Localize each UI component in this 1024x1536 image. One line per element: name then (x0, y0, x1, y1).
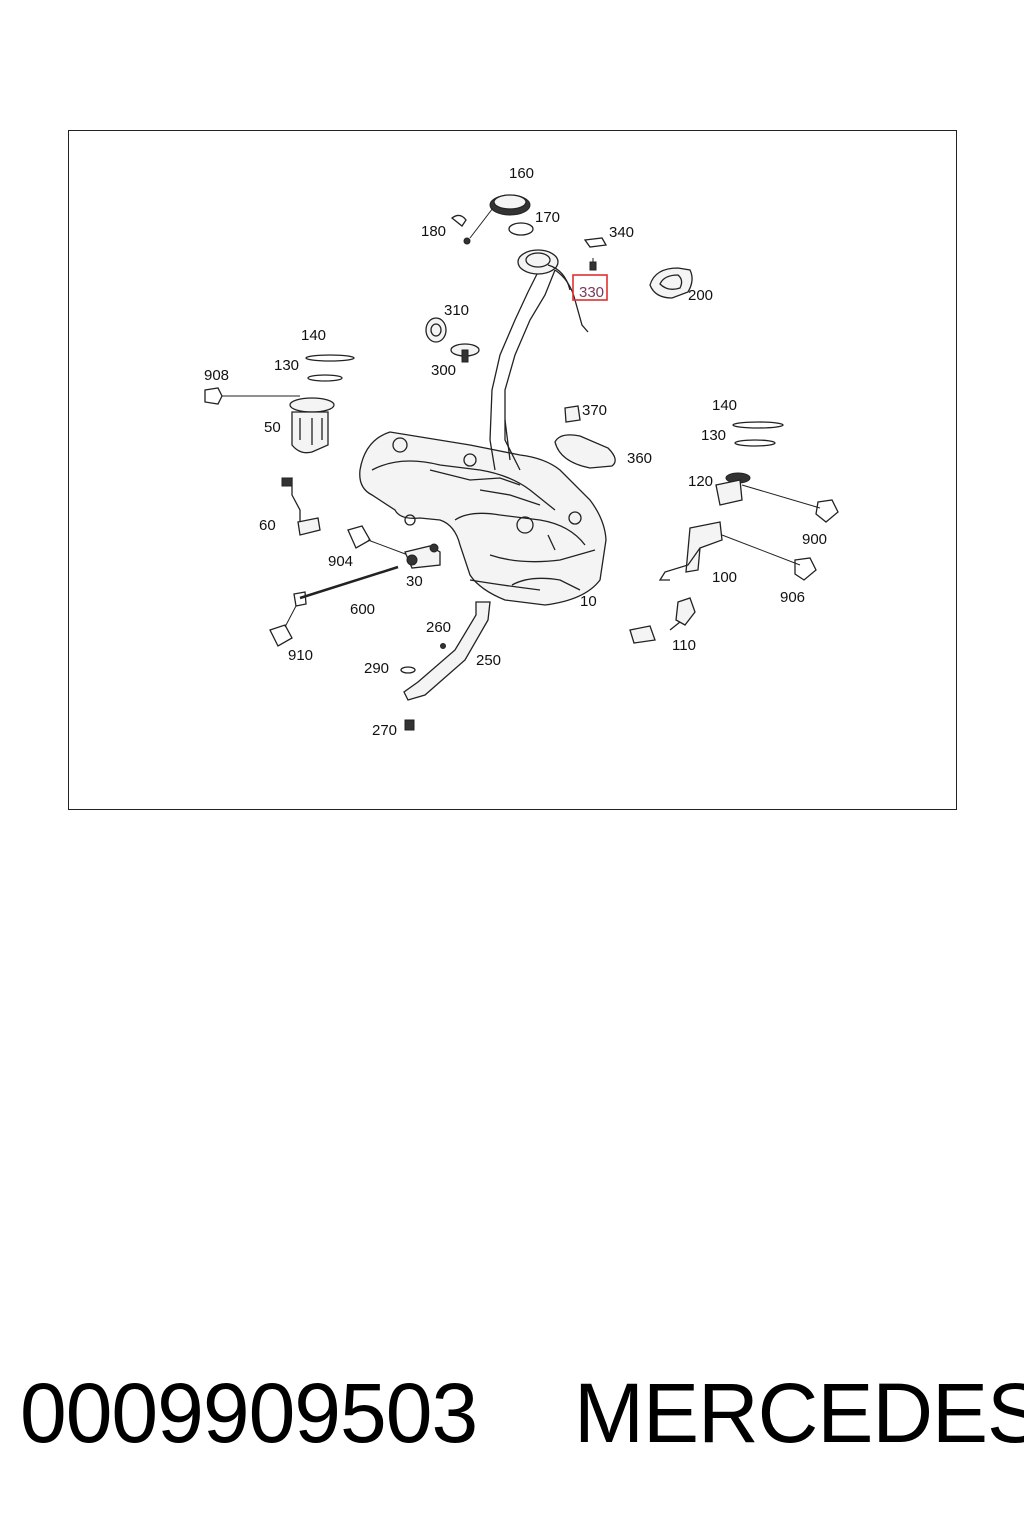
label-100: 100 (712, 569, 737, 586)
cap-370 (564, 405, 581, 423)
nut-270 (404, 719, 415, 731)
label-290: 290 (364, 660, 389, 677)
label-10: 10 (580, 593, 597, 610)
ring-130-left (307, 374, 343, 382)
ring-140-right (732, 421, 784, 429)
fuel-cap-160 (463, 194, 531, 245)
valve-310 (425, 317, 447, 343)
label-270: 270 (372, 722, 397, 739)
label-908: 908 (204, 367, 229, 384)
part-number: 0009909503 (20, 1366, 478, 1460)
washer-290 (400, 666, 416, 674)
connector-904 (347, 525, 371, 549)
screw-260 (440, 643, 446, 649)
module-100 (658, 521, 801, 581)
plate-360 (554, 434, 616, 469)
part-labels: 10 30 50 60 100 110 120 130 130 140 140 … (204, 165, 827, 739)
fuel-pump-50 (289, 397, 335, 454)
parts-diagram: 10 30 50 60 100 110 120 130 130 140 140 … (204, 165, 839, 739)
label-60: 60 (259, 517, 276, 534)
label-910: 910 (288, 647, 313, 664)
tether-180 (450, 214, 467, 227)
label-110: 110 (672, 637, 696, 654)
label-900: 900 (802, 531, 827, 548)
valve-300 (450, 343, 480, 363)
highlight-box-330 (572, 274, 608, 301)
label-250: 250 (476, 652, 501, 669)
label-170: 170 (535, 209, 560, 226)
line-600 (293, 565, 399, 607)
sensor-110 (629, 597, 696, 644)
label-140-left: 140 (301, 327, 326, 344)
label-330: 330 (579, 284, 604, 301)
label-904: 904 (328, 553, 353, 570)
brand-name: MERCEDES (574, 1366, 1024, 1460)
label-370: 370 (582, 402, 607, 419)
fuel-tank-10 (359, 431, 607, 606)
seal-ring-170 (508, 222, 534, 236)
screw-330 (589, 258, 597, 271)
label-50: 50 (264, 419, 281, 436)
label-30: 30 (406, 573, 423, 590)
label-160: 160 (509, 165, 534, 182)
label-180: 180 (421, 223, 446, 240)
label-130-left: 130 (274, 357, 299, 374)
label-120: 120 (688, 473, 713, 490)
connector-908 (204, 387, 300, 405)
label-360: 360 (627, 450, 652, 467)
label-200: 200 (688, 287, 713, 304)
sensor-60 (281, 477, 321, 536)
connector-906 (794, 557, 817, 581)
connector-900 (815, 499, 839, 523)
ring-140-left (305, 354, 355, 362)
diagram-frame (68, 130, 957, 810)
label-140-right: 140 (712, 397, 737, 414)
strap-250 (403, 601, 491, 701)
footer: 0009909503 MERCEDES (0, 1365, 1024, 1465)
label-310: 310 (444, 302, 469, 319)
valve-30 (404, 543, 441, 569)
label-906: 906 (780, 589, 805, 606)
clip-340 (583, 237, 608, 248)
unit-120 (715, 472, 821, 509)
label-130-right: 130 (701, 427, 726, 444)
label-260: 260 (426, 619, 451, 636)
label-600: 600 (350, 601, 375, 618)
connector-910 (269, 624, 293, 647)
ring-130-right (734, 439, 776, 447)
label-300: 300 (431, 362, 456, 379)
cover-200 (649, 267, 693, 299)
label-340: 340 (609, 224, 634, 241)
